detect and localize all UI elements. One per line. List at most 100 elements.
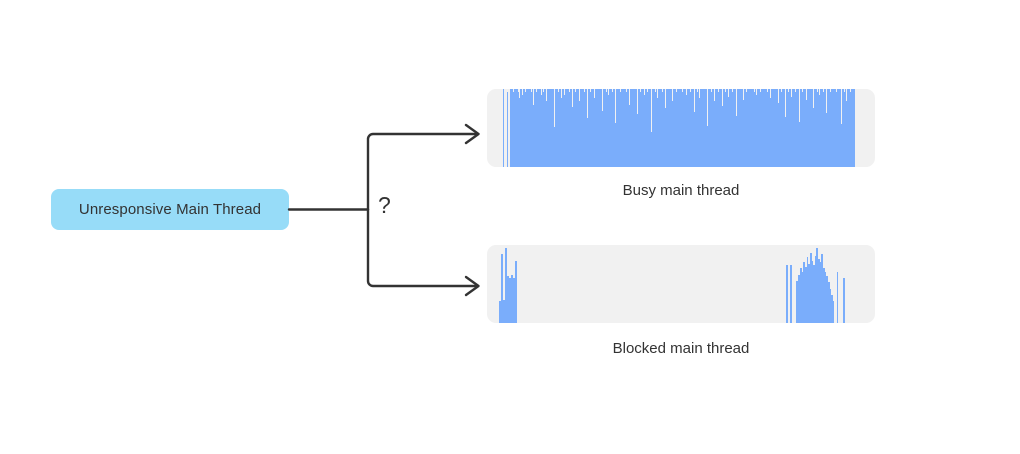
bar	[804, 266, 806, 323]
bar	[538, 89, 540, 167]
bar	[842, 89, 844, 167]
bar	[501, 254, 503, 323]
bar	[774, 89, 776, 167]
bar	[554, 127, 556, 167]
bar	[615, 122, 616, 167]
bar	[614, 89, 615, 167]
bar	[528, 89, 530, 167]
bar	[813, 107, 815, 167]
bar	[831, 294, 833, 323]
bar	[512, 92, 514, 167]
bar	[502, 299, 504, 323]
bar	[839, 89, 841, 167]
bar	[643, 95, 645, 167]
bar	[806, 257, 808, 323]
bar	[540, 89, 542, 167]
bar	[744, 89, 746, 167]
bar	[832, 98, 834, 167]
bar	[674, 89, 675, 167]
node-unresponsive-main-thread[interactable]: Unresponsive Main Thread	[51, 189, 289, 230]
bar	[794, 92, 796, 167]
bar	[827, 89, 828, 167]
bar	[520, 89, 521, 167]
bar	[767, 92, 769, 167]
bar	[821, 89, 823, 167]
bar	[818, 95, 820, 167]
bar	[820, 89, 822, 167]
bar	[648, 89, 650, 167]
bar	[787, 89, 789, 167]
bar	[752, 89, 754, 167]
bar	[579, 101, 580, 167]
bar	[766, 89, 768, 167]
bar	[558, 89, 560, 167]
bar	[831, 89, 833, 167]
bar	[726, 89, 728, 167]
bar	[547, 89, 549, 167]
bar	[593, 98, 595, 167]
bar	[837, 271, 839, 323]
bar	[503, 299, 505, 323]
bar	[561, 89, 563, 167]
bar	[800, 268, 801, 323]
bar	[639, 92, 641, 167]
bar	[659, 89, 661, 167]
chart-caption-busy: Busy main thread	[622, 182, 740, 199]
bar	[594, 89, 596, 167]
bar	[723, 89, 725, 167]
bar	[517, 89, 519, 167]
bar	[499, 301, 501, 323]
bar	[601, 89, 603, 167]
bar	[844, 89, 846, 167]
bar	[679, 120, 681, 167]
bar	[711, 89, 713, 167]
bar	[510, 277, 511, 323]
bar	[531, 92, 533, 167]
bar	[513, 89, 515, 167]
bar	[701, 89, 703, 167]
bar	[553, 89, 555, 167]
bar	[710, 92, 712, 167]
bar	[776, 89, 778, 167]
bar	[688, 89, 690, 167]
bar	[758, 89, 760, 167]
bar	[514, 260, 516, 323]
bar	[816, 248, 818, 323]
bar	[690, 89, 692, 167]
bar	[736, 89, 738, 167]
bar	[756, 95, 757, 167]
bar	[791, 265, 792, 323]
bar	[667, 89, 669, 167]
bar	[712, 89, 714, 167]
bar	[509, 277, 510, 323]
bar	[725, 89, 727, 167]
bar	[709, 89, 710, 167]
bar	[520, 89, 522, 167]
bar	[830, 294, 832, 323]
bar	[750, 109, 752, 167]
bar	[708, 89, 710, 167]
bar	[851, 89, 853, 167]
bar	[681, 89, 683, 167]
bar	[526, 110, 528, 167]
bar	[629, 89, 631, 167]
bar	[847, 89, 849, 167]
bar	[832, 301, 834, 323]
bar	[685, 89, 686, 167]
bar	[610, 89, 612, 167]
bar	[632, 92, 634, 167]
bar	[606, 89, 608, 167]
bar	[525, 89, 527, 167]
bar	[812, 260, 814, 323]
bar	[795, 89, 797, 167]
bar	[586, 89, 588, 167]
bar	[626, 89, 628, 167]
bar	[816, 92, 818, 167]
bar	[624, 89, 626, 167]
bar	[732, 92, 733, 167]
bar	[505, 248, 506, 323]
bar	[567, 89, 569, 167]
bar	[566, 89, 568, 167]
bar	[814, 255, 816, 323]
bar	[801, 89, 803, 167]
